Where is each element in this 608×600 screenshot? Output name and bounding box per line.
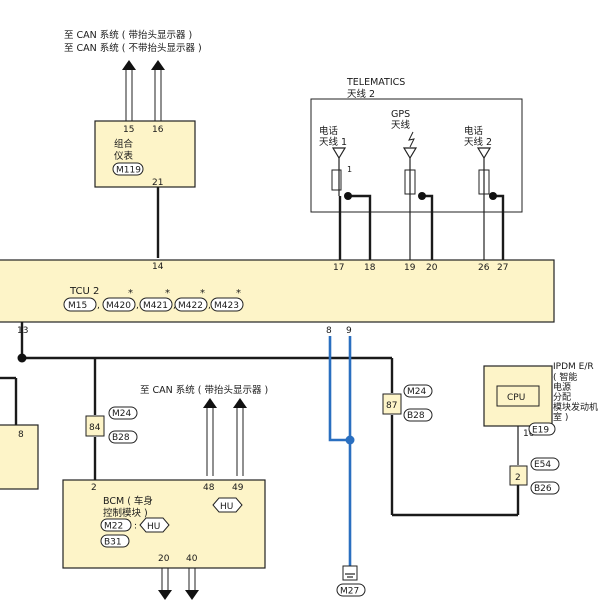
- connector-84-tag-m24: M24: [112, 409, 131, 419]
- bcm-title: BCM ( 车身: [103, 495, 153, 507]
- bcm-pin-20: 20: [158, 554, 170, 564]
- phone-antenna-1-label-2: 天线 1: [319, 136, 347, 148]
- combination-meter-box: [94, 120, 196, 188]
- connector-2: [509, 465, 528, 486]
- meter-connector: M119: [116, 166, 141, 176]
- connector-84-id: 84: [89, 423, 101, 433]
- ipdm-cpu-label: CPU: [507, 393, 525, 403]
- ipdm-connector: E19: [532, 426, 549, 436]
- connector-2-tag-e54: E54: [534, 460, 551, 470]
- ipdm-title: IPDM E/R: [553, 362, 594, 372]
- phone-antenna-2-label-2: 天线 2: [464, 136, 492, 148]
- svg-text:*: *: [128, 288, 133, 299]
- connector-87-tag-m24: M24: [407, 387, 426, 397]
- bcm-connector-colon: :: [134, 522, 137, 532]
- tcu-connector-m420: M420: [106, 301, 131, 311]
- tcu-connector-m15: M15: [68, 301, 87, 311]
- phone-antenna-1-label: 电话: [319, 125, 339, 137]
- bcm-can-label: 至 CAN 系统 ( 带抬头显示器 ): [140, 384, 268, 396]
- connector-87-id: 87: [386, 401, 397, 411]
- connector-87: [382, 393, 402, 415]
- meter-pin-16: 16: [152, 125, 164, 135]
- bcm-can-arrows: [203, 398, 247, 476]
- bcm-pin-40: 40: [186, 554, 198, 564]
- tcu-pin-20: 20: [426, 263, 438, 273]
- tcu-pin-17: 17: [333, 263, 344, 273]
- gps-antenna-label: GPS: [391, 109, 410, 120]
- svg-text:*: *: [236, 288, 241, 299]
- phone-antenna-1-icon: [331, 147, 347, 196]
- meter-connector-tag: [112, 162, 144, 176]
- tcu-pin-19: 19: [404, 263, 416, 273]
- connector-87-tag-b28: B28: [407, 411, 425, 421]
- gps-antenna-label-2: 天线: [391, 119, 411, 131]
- power-wires: [0, 322, 520, 517]
- can-arrows-top: [122, 60, 165, 122]
- tcu-connector-m423: M423: [214, 301, 239, 311]
- meter-pin-21: 21: [152, 178, 163, 188]
- bcm-hu-label: HU: [147, 522, 160, 532]
- can-label-with-hud: 至 CAN 系统 ( 带抬头显示器 ): [64, 29, 192, 41]
- left-component-box: [0, 424, 39, 490]
- bcm-connector-b31: B31: [104, 538, 122, 548]
- ground-connector: M27: [340, 587, 359, 597]
- meter-label-2: 仪表: [114, 150, 134, 162]
- can-label-without-hud: 至 CAN 系统 ( 不带抬头显示器 ): [64, 42, 202, 54]
- left-component-pin: 8: [18, 430, 24, 440]
- tcu-pin-18: 18: [364, 263, 376, 273]
- bcm-title-2: 控制模块 ): [103, 507, 148, 519]
- ipdm-pin-16: 16: [523, 429, 535, 439]
- telematics-subtitle: 天线 2: [347, 88, 375, 100]
- bcm-connector-m22: M22: [104, 522, 123, 532]
- telematics-title: TELEMATICS: [346, 77, 405, 88]
- ipdm-desc-5: 室 ): [553, 411, 568, 423]
- bcm-pin-48: 48: [203, 483, 215, 493]
- tcu-connector-m421: M421: [143, 301, 168, 311]
- svg-text:,: ,: [97, 301, 100, 311]
- tcu-pin-9: 9: [346, 326, 352, 336]
- tcu-box: [0, 259, 555, 323]
- connector-2-tag-b26: B26: [534, 484, 552, 494]
- tcu-pin-27: 27: [497, 263, 508, 273]
- tcu-connector-tags: M15 , M420 * , M421 * , M422 * , M423 *: [63, 288, 244, 312]
- svg-text:*: *: [200, 288, 205, 299]
- tcu-pin-8: 8: [326, 326, 332, 336]
- tcu-pin-26: 26: [478, 263, 490, 273]
- meter-label: 组合: [114, 138, 134, 150]
- ipdm-desc-1: ( 智能: [553, 371, 577, 383]
- tcu-pin-14: 14: [152, 262, 164, 272]
- antenna-wires: [338, 192, 505, 260]
- can-bus-wires: [328, 336, 355, 566]
- bcm-output-arrows: [158, 568, 199, 600]
- bcm-pin-2: 2: [91, 483, 97, 493]
- phone-antenna-2-label: 电话: [464, 125, 484, 137]
- bcm-hu-pin-tag: [212, 497, 243, 513]
- svg-text:,: ,: [136, 301, 139, 311]
- gps-antenna-icon: [402, 131, 418, 260]
- bcm-hu-tag: [139, 517, 170, 533]
- ipdm-desc-2: 电源: [553, 381, 571, 393]
- phone-antenna-1-pin: 1: [347, 165, 352, 174]
- tcu-connector-m422: M422: [178, 301, 203, 311]
- svg-text:,: ,: [173, 301, 176, 311]
- svg-text:*: *: [165, 288, 170, 299]
- bcm-hu-pin-label: HU: [220, 502, 233, 512]
- ipdm-cpu-box: [496, 385, 540, 407]
- ipdm-desc-4: 模块发动机: [553, 401, 598, 413]
- telematics-box: [310, 98, 523, 213]
- tcu-name: TCU 2: [69, 286, 99, 297]
- connector-2-id: 2: [515, 473, 521, 483]
- connector-84-tag-b28: B28: [112, 433, 130, 443]
- ipdm-desc-3: 分配: [553, 392, 571, 403]
- svg-text:,: ,: [208, 301, 211, 311]
- phone-antenna-2-icon: [476, 147, 492, 260]
- connector-84: [85, 415, 105, 437]
- bcm-pin-49: 49: [232, 483, 244, 493]
- ground-icon: [342, 565, 358, 581]
- meter-pin-15: 15: [123, 125, 134, 135]
